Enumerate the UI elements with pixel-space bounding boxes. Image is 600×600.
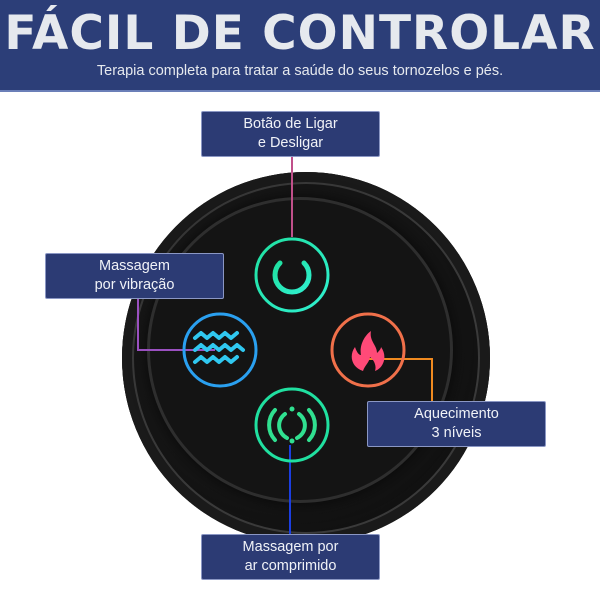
- power-icon: [254, 237, 330, 313]
- air-pressure-button[interactable]: [253, 386, 331, 464]
- heating-button[interactable]: [329, 311, 407, 389]
- callout-power: Botão de Ligar e Desligar: [201, 111, 380, 157]
- flame-icon: [330, 312, 406, 388]
- callout-heating-line2: 3 níveis: [431, 425, 482, 441]
- callout-power-line1: Botão de Ligar: [243, 116, 338, 132]
- vibration-button[interactable]: [181, 311, 259, 389]
- callout-vibration: Massagem por vibração: [45, 253, 224, 299]
- power-button[interactable]: [253, 236, 331, 314]
- callout-vibration-line1: Massagem: [99, 258, 170, 274]
- callout-power-line2: e Desligar: [257, 135, 324, 151]
- header-banner: FÁCIL DE CONTROLAR Terapia completa para…: [0, 0, 600, 92]
- vibration-connector-line: [137, 299, 139, 351]
- callout-air: Massagem por ar comprimido: [201, 534, 380, 580]
- callout-heating: Aquecimento 3 níveis: [367, 401, 546, 447]
- heating-connector-line-h: [362, 358, 433, 360]
- power-connector-line: [291, 157, 293, 237]
- page-subtitle: Terapia completa para tratar a saúde do …: [96, 63, 504, 79]
- page-title: FÁCIL DE CONTROLAR: [4, 6, 596, 61]
- waves-icon: [182, 312, 258, 388]
- heating-connector-line: [431, 358, 433, 401]
- callout-heating-line1: Aquecimento: [414, 406, 499, 422]
- air-connector-line: [289, 445, 291, 534]
- air-pressure-icon: [254, 387, 330, 463]
- callout-vibration-line2: por vibração: [94, 277, 175, 293]
- vibration-connector-line-h: [137, 349, 215, 351]
- callout-air-line2: ar comprimido: [244, 558, 337, 574]
- callout-air-line1: Massagem por: [242, 539, 339, 555]
